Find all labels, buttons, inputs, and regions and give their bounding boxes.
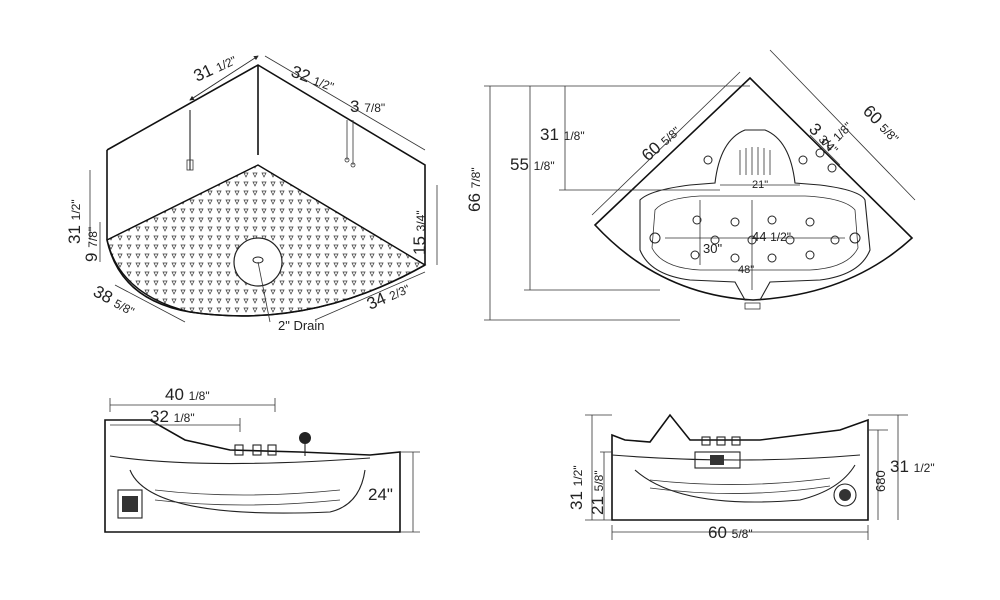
dim-side-right-height-left: 31 1/2" [567, 465, 586, 510]
dim-side-left-inner: 32 1/8" [150, 407, 195, 426]
dim-side-left-outer: 40 1/8" [165, 385, 210, 404]
dim-base-back-right: 32 1/2" [289, 62, 337, 95]
dim-base-front-left: 38 5/8" [90, 282, 138, 320]
dim-side-right-mm: 680 [873, 470, 888, 492]
dim-base-right-height: 15 3/4" [410, 210, 429, 255]
dim-side-left-height: 24" [368, 485, 393, 504]
dim-base-pipe: 3 7/8" [350, 97, 385, 116]
side-view-left [104, 398, 420, 533]
side-view-right [585, 413, 908, 540]
dim-side-right-width: 60 5/8" [708, 523, 753, 542]
dim-side-right-height-right: 31 1/2" [890, 457, 935, 476]
base-3d-view [89, 55, 438, 323]
dim-base-left-low: 9 7/8" [82, 227, 101, 262]
drain-label: 2" Drain [278, 318, 325, 333]
dim-top-inner-left: 30" [703, 241, 722, 256]
dim-top-diag-right: 60 5/8" [859, 101, 904, 146]
dim-side-right-low-left: 21 5/8" [588, 470, 607, 515]
top-view [484, 49, 916, 321]
dim-base-left-height: 31 1/2" [65, 199, 84, 244]
dim-top-inner-top: 21" [752, 179, 768, 191]
dim-top-mid-height: 55 1/8" [510, 155, 555, 174]
dim-top-inner-width: 44 1/2" [752, 229, 791, 244]
dim-top-inner-depth: 48" [738, 264, 754, 276]
dim-top-overall-height: 66 7/8" [465, 167, 484, 212]
dim-top-diag-left: 60 5/8" [638, 121, 684, 165]
dim-top-upper-height: 31 1/8" [540, 125, 585, 144]
